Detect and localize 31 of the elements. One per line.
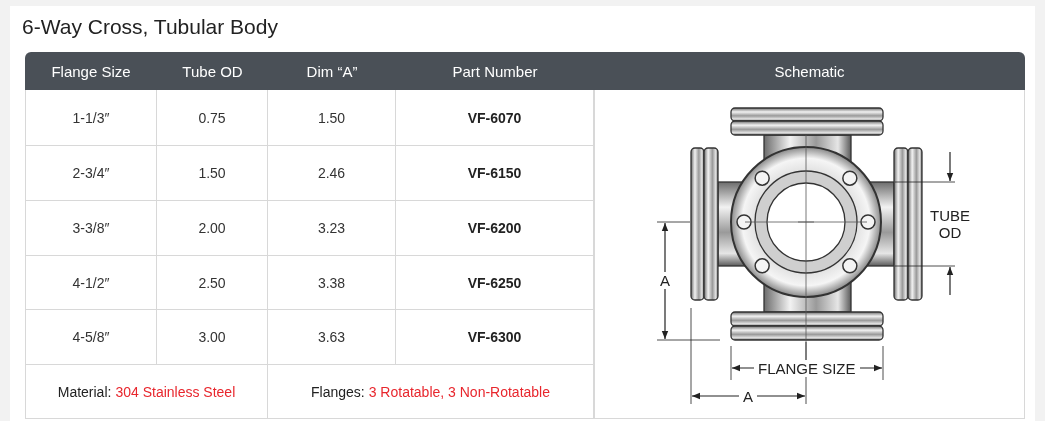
spec-label: Material: bbox=[57, 383, 112, 400]
part-number: VF-6150 bbox=[396, 146, 594, 201]
table-cell: 2.50 bbox=[157, 256, 268, 310]
table-cell: 3.23 bbox=[268, 201, 396, 256]
table-cell: 0.75 bbox=[157, 90, 268, 146]
table-cell: 3-3/8″ bbox=[25, 201, 157, 256]
table-cell: 1-1/3″ bbox=[25, 90, 157, 146]
spec-label: Flanges: bbox=[310, 383, 365, 400]
table-cell: 3.00 bbox=[157, 310, 268, 365]
part-number: VF-6070 bbox=[396, 90, 594, 146]
column-header: Dim “A” bbox=[268, 52, 396, 90]
page-title: 6-Way Cross, Tubular Body bbox=[22, 15, 278, 39]
table-cell: 1.50 bbox=[268, 90, 396, 146]
table-cell: 2.46 bbox=[268, 146, 396, 201]
dimension-label: FLANGE SIZE bbox=[754, 359, 860, 377]
table-cell: 3.63 bbox=[268, 310, 396, 365]
part-number: VF-6200 bbox=[396, 201, 594, 256]
spec-value: 3 Rotatable, 3 Non-Rotatable bbox=[368, 383, 550, 400]
table-cell: 4-5/8″ bbox=[25, 310, 157, 365]
table-cell: 2-3/4″ bbox=[25, 146, 157, 201]
column-header: Flange Size bbox=[25, 52, 157, 90]
part-number: VF-6300 bbox=[396, 310, 594, 365]
table-cell: 4-1/2″ bbox=[25, 256, 157, 310]
part-number: VF-6250 bbox=[396, 256, 594, 310]
column-header: Schematic bbox=[594, 52, 1025, 90]
table-cell: 1.50 bbox=[157, 146, 268, 201]
table-cell: 3.38 bbox=[268, 256, 396, 310]
column-header: Tube OD bbox=[157, 52, 268, 90]
column-header: Part Number bbox=[396, 52, 594, 90]
table-cell: 2.00 bbox=[157, 201, 268, 256]
spec-value: 304 Stainless Steel bbox=[115, 383, 236, 400]
